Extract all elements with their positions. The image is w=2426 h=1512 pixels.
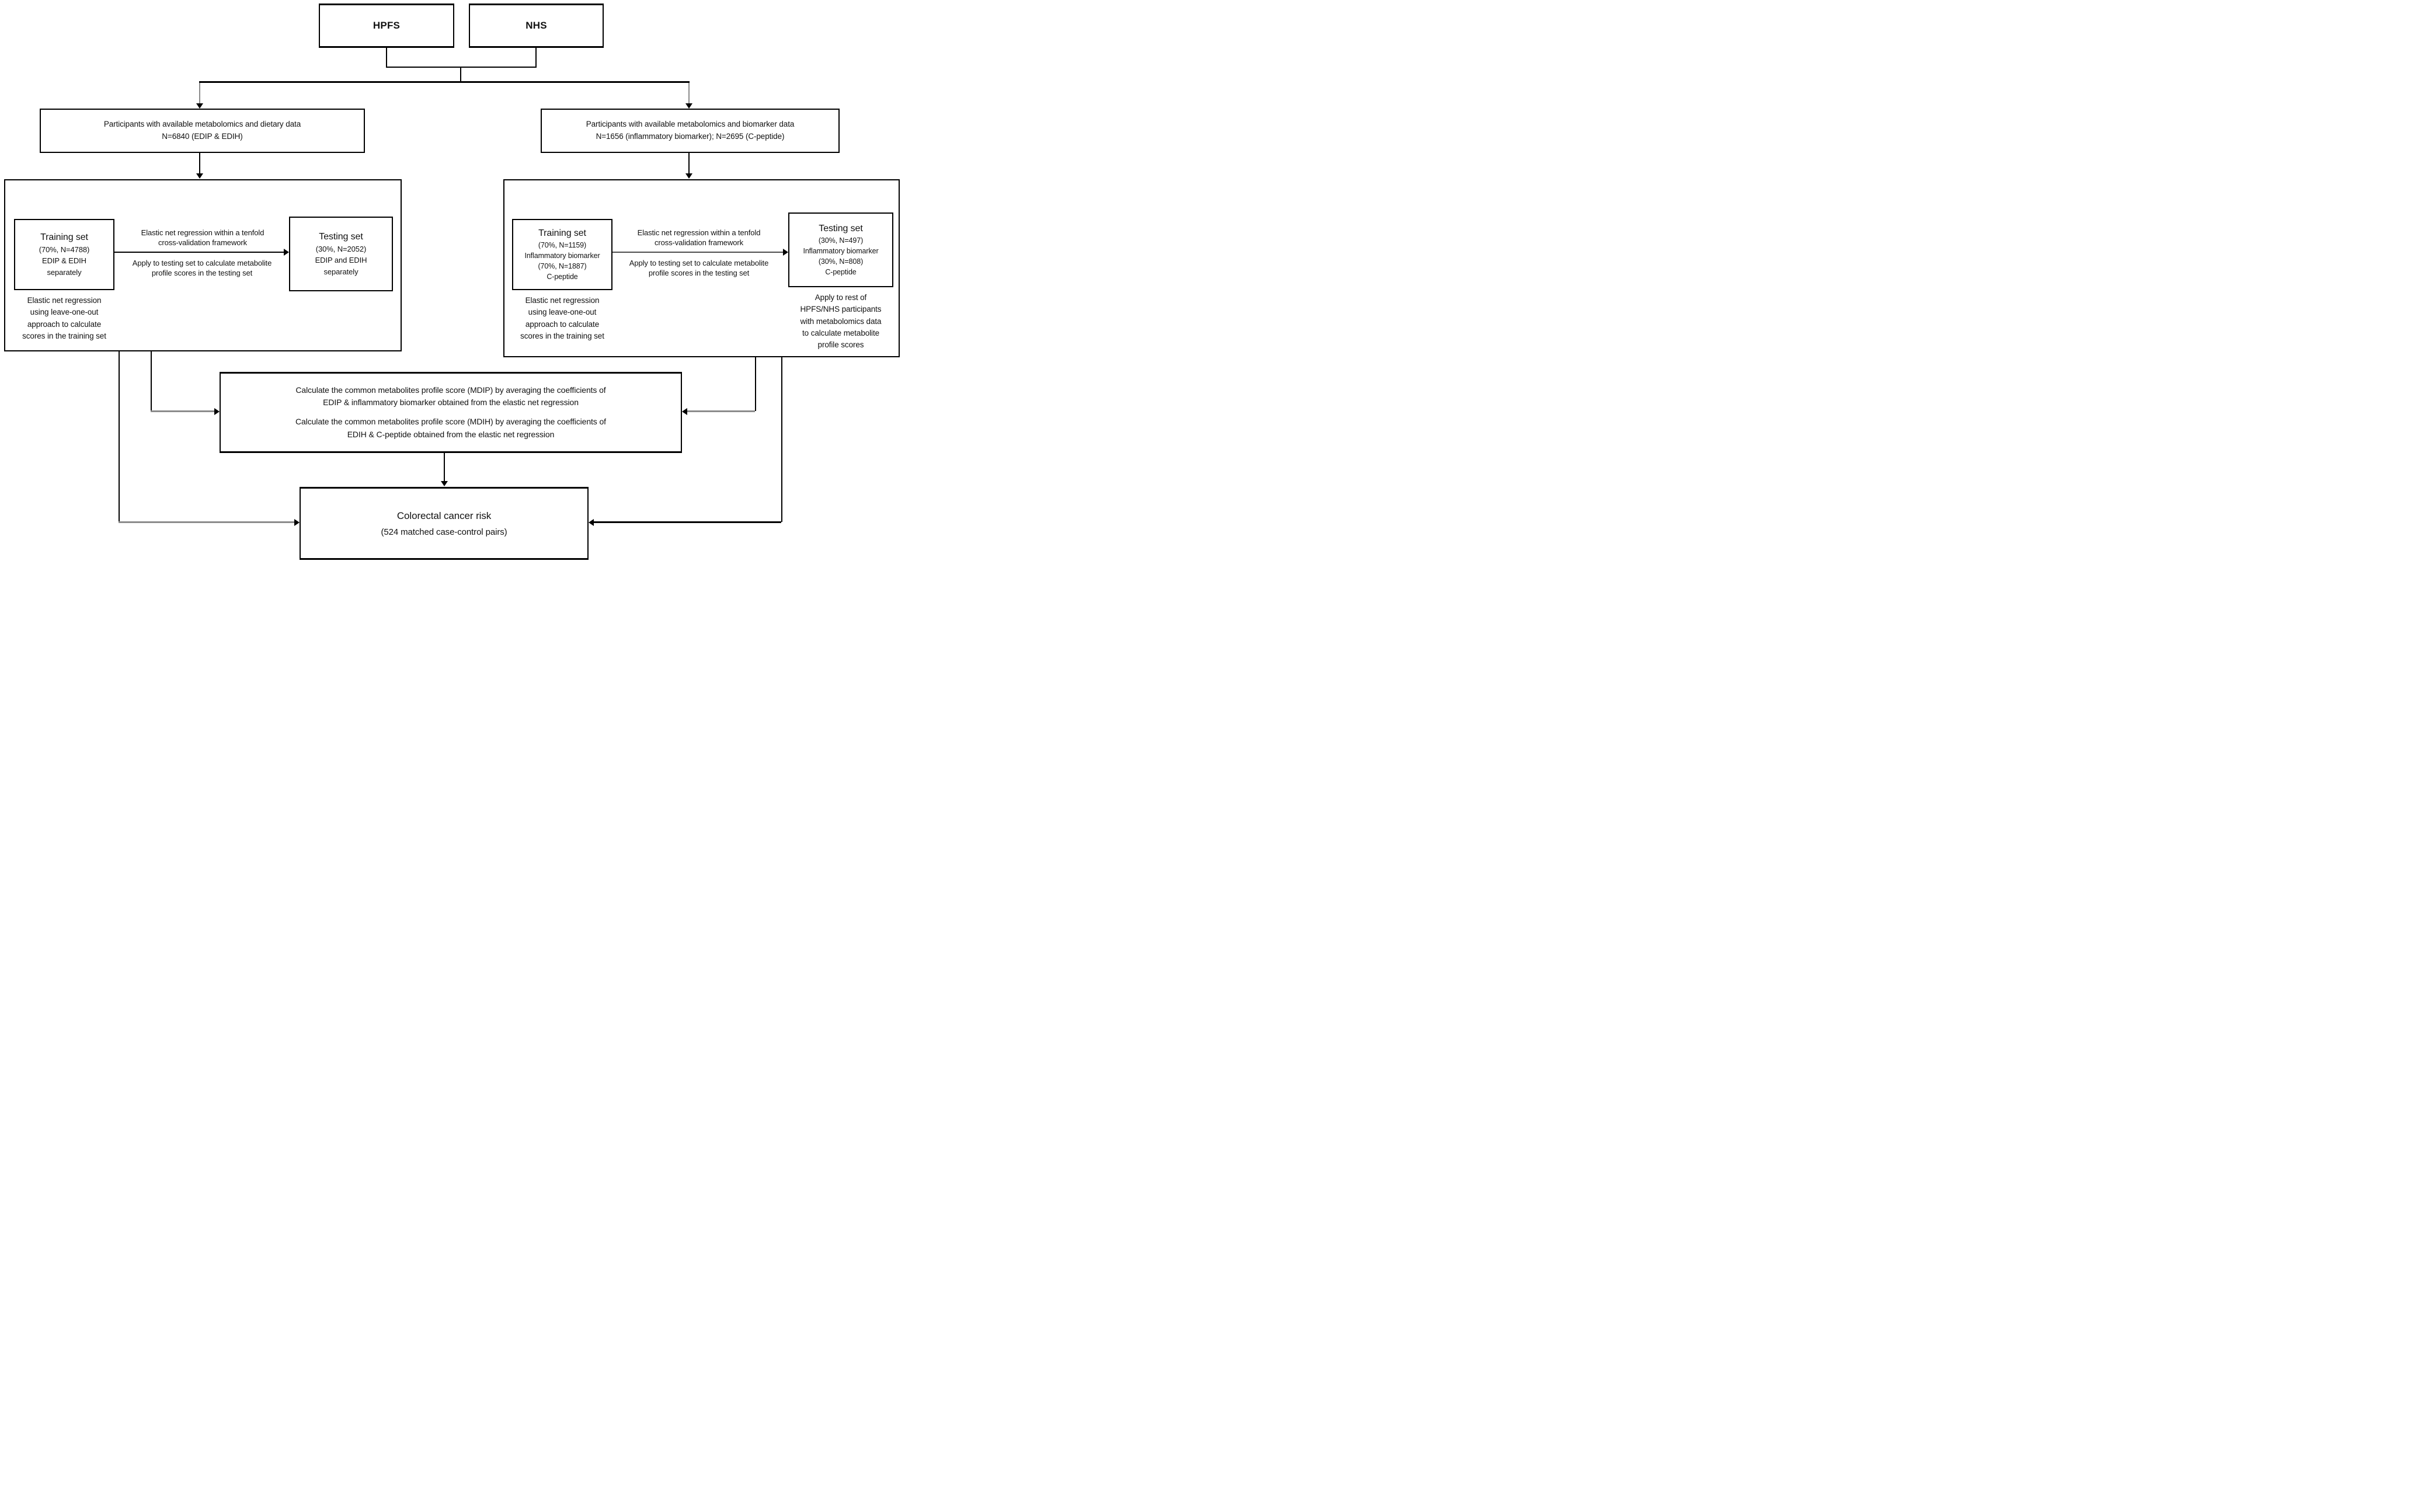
right-training-body: (70%, N=1159) Inflammatory biomarker (70… bbox=[524, 241, 600, 281]
connector-join-horizontal bbox=[386, 67, 537, 68]
study-flow-diagram: HPFS NHS Participants with available met… bbox=[0, 0, 903, 563]
connector-leftpanel-scores-vertical bbox=[151, 351, 152, 412]
connector-rightpanel-scores-horizontal bbox=[687, 410, 755, 412]
connector-right-participants-to-panel bbox=[688, 153, 690, 174]
connector-leftpanel-scores-horizontal bbox=[151, 410, 214, 412]
outcome-subtitle: (524 matched case-control pairs) bbox=[381, 527, 507, 537]
left-panel-arrow-line bbox=[114, 252, 284, 253]
left-training-body: (70%, N=4788) EDIP & EDIH separately bbox=[39, 245, 90, 277]
connector-drop-right bbox=[688, 83, 690, 104]
right-panel-apply-note: Apply to rest of HPFS/NHS participants w… bbox=[800, 293, 882, 349]
left-training-title: Training set bbox=[40, 232, 88, 242]
arrowhead-down-outcome bbox=[441, 481, 448, 486]
connector-mid-down bbox=[460, 68, 461, 82]
hpfs-label: HPFS bbox=[373, 20, 401, 31]
arrowhead-right-right-testing bbox=[783, 249, 788, 256]
arrowhead-left-scores-right bbox=[682, 408, 687, 415]
participants-left-text: Participants with available metabolomics… bbox=[103, 120, 301, 141]
left-testing-body: (30%, N=2052) EDIP and EDIH separately bbox=[315, 244, 367, 276]
connector-hpfs-down bbox=[386, 48, 387, 68]
outcome-title: Colorectal cancer risk bbox=[396, 510, 492, 521]
right-training-box: Training set (70%, N=1159) Inflammatory … bbox=[512, 219, 612, 290]
right-testing-title: Testing set bbox=[819, 223, 863, 234]
left-training-box: Training set (70%, N=4788) EDIP & EDIH s… bbox=[14, 219, 114, 290]
scores-paragraph-mdih: Calculate the common metabolites profile… bbox=[295, 417, 606, 439]
arrowhead-right-outcome-left bbox=[294, 519, 300, 526]
left-testing-box: Testing set (30%, N=2052) EDIP and EDIH … bbox=[289, 217, 393, 291]
arrowhead-right-left-testing bbox=[284, 249, 289, 256]
connector-left-participants-to-panel bbox=[199, 153, 200, 174]
arrowhead-down-left-panel bbox=[196, 173, 203, 179]
right-testing-box: Testing set (30%, N=497) Inflammatory bi… bbox=[788, 212, 893, 287]
arrowhead-left-outcome-right bbox=[589, 519, 594, 526]
outcome-box: Colorectal cancer risk (524 matched case… bbox=[300, 487, 589, 560]
right-arrow-label-top: Elastic net regression within a tenfold … bbox=[637, 228, 761, 248]
arrowhead-right-scores-left bbox=[214, 408, 220, 415]
left-arrow-label-bottom: Apply to testing set to calculate metabo… bbox=[132, 259, 272, 278]
right-panel-arrow-line bbox=[612, 252, 783, 253]
connector-leftpanel-outcome-horizontal bbox=[119, 521, 295, 523]
right-panel-note: Elastic net regression using leave-one-o… bbox=[520, 296, 604, 340]
participants-left-box: Participants with available metabolomics… bbox=[40, 109, 365, 153]
left-arrow-label-top: Elastic net regression within a tenfold … bbox=[141, 228, 264, 248]
nhs-label: NHS bbox=[525, 20, 547, 31]
participants-right-box: Participants with available metabolomics… bbox=[541, 109, 840, 153]
right-training-title: Training set bbox=[538, 228, 586, 238]
arrowhead-down-left-participants bbox=[196, 103, 203, 109]
connector-rightpanel-scores-vertical bbox=[755, 357, 756, 411]
arrowhead-down-right-participants bbox=[685, 103, 692, 109]
connector-rightpanel-outcome-horizontal bbox=[594, 521, 781, 523]
left-testing-title: Testing set bbox=[319, 231, 363, 242]
participants-right-text: Participants with available metabolomics… bbox=[586, 120, 795, 141]
connector-leftpanel-outcome-vertical bbox=[119, 351, 120, 523]
connector-scores-outcome-vertical bbox=[444, 453, 445, 482]
arrowhead-down-right-panel bbox=[685, 173, 692, 179]
right-testing-body: (30%, N=497) Inflammatory biomarker (30%… bbox=[803, 236, 879, 276]
right-arrow-label-bottom: Apply to testing set to calculate metabo… bbox=[629, 259, 769, 278]
connector-rightpanel-outcome-vertical bbox=[781, 357, 782, 522]
scores-box: Calculate the common metabolites profile… bbox=[220, 372, 682, 453]
left-panel-note: Elastic net regression using leave-one-o… bbox=[22, 296, 106, 340]
scores-paragraph-mdip: Calculate the common metabolites profile… bbox=[295, 385, 606, 407]
connector-nhs-down bbox=[535, 48, 537, 68]
connector-wide-horizontal bbox=[199, 81, 690, 83]
nhs-cohort-box: NHS bbox=[469, 4, 604, 48]
connector-drop-left bbox=[199, 83, 200, 104]
hpfs-cohort-box: HPFS bbox=[319, 4, 454, 48]
